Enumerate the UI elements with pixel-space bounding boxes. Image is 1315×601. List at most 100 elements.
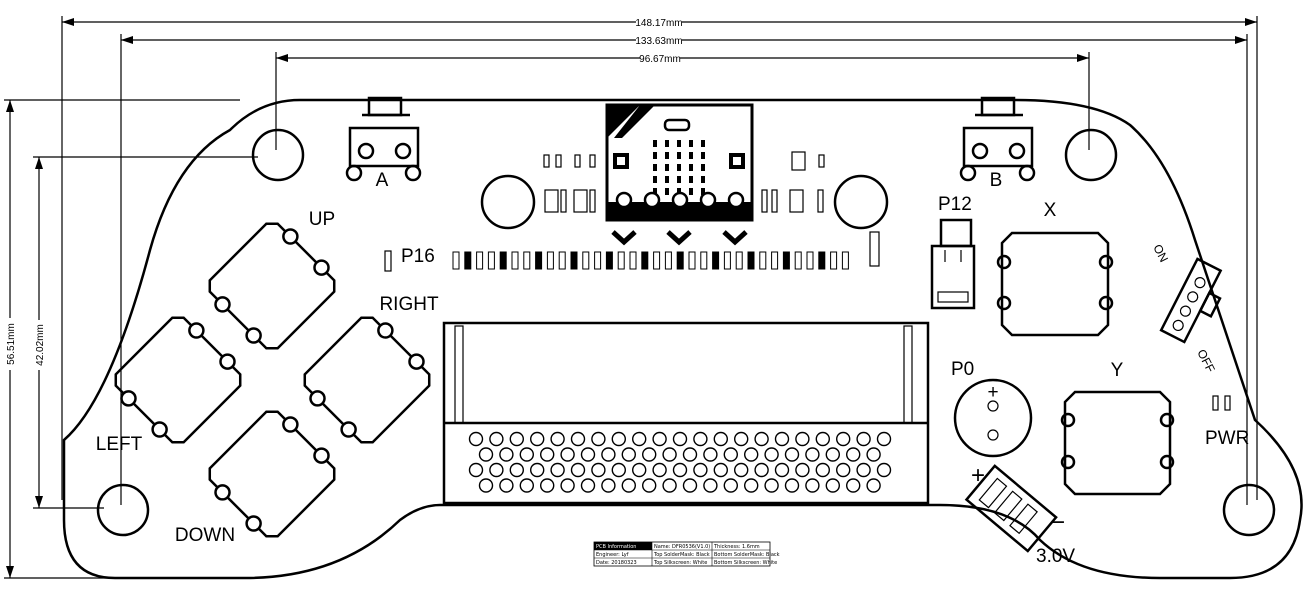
edge-pin bbox=[818, 251, 826, 270]
dpad-left bbox=[114, 316, 242, 444]
power-switch bbox=[1159, 257, 1223, 344]
edge-pin bbox=[570, 251, 578, 270]
label-x: X bbox=[1044, 200, 1057, 221]
dimension-hole-span-width: 133.63mm bbox=[120, 34, 1248, 505]
label-off: OFF bbox=[1194, 347, 1217, 375]
p12-connector: P12 bbox=[930, 194, 976, 310]
info-r0c0: PCB Information bbox=[596, 544, 636, 550]
mounting-hole-top-right bbox=[1064, 128, 1118, 182]
label-pwr: PWR bbox=[1205, 428, 1249, 449]
button-x: X bbox=[996, 200, 1114, 337]
screen-pin-holes bbox=[468, 431, 892, 493]
mounting-hole-bottom-left bbox=[96, 483, 150, 537]
edge-pin bbox=[499, 251, 507, 270]
label-battery-voltage: 3.0V bbox=[1036, 546, 1075, 567]
info-r2c2: Bottom Silkscreen: White bbox=[714, 560, 777, 566]
dimension-overall-height: 56.51mm bbox=[4, 99, 240, 579]
led-matrix bbox=[653, 140, 705, 195]
edge-pin bbox=[782, 251, 790, 270]
edge-pin bbox=[523, 251, 531, 270]
battery-plus: + bbox=[971, 462, 985, 489]
edge-pin bbox=[617, 251, 625, 270]
edge-pin bbox=[747, 251, 755, 270]
screen-area bbox=[442, 321, 930, 505]
edge-pin bbox=[582, 251, 590, 270]
edge-pin bbox=[464, 251, 472, 270]
edge-pin bbox=[452, 251, 460, 270]
label-a: A bbox=[376, 170, 389, 191]
info-r1c1: Top SolderMask: Black bbox=[653, 552, 710, 558]
dpad-up bbox=[208, 222, 336, 350]
info-r1c0: Engineer: Lyf bbox=[596, 552, 629, 558]
edge-pin bbox=[735, 251, 743, 270]
label-p0: P0 bbox=[951, 359, 974, 380]
dimension-hole-span-height: 42.02mm bbox=[33, 156, 258, 509]
dpad bbox=[114, 222, 431, 538]
battery-connector bbox=[964, 464, 1058, 553]
microbit-hole-right bbox=[833, 174, 889, 230]
edge-pin bbox=[558, 251, 566, 270]
button-b: B bbox=[959, 96, 1036, 191]
label-b: B bbox=[990, 170, 1003, 191]
p16-pad bbox=[384, 250, 392, 272]
edge-pin bbox=[546, 251, 554, 270]
edge-pin bbox=[535, 251, 543, 270]
label-left: LEFT bbox=[96, 434, 143, 455]
label-p12: P12 bbox=[938, 194, 972, 215]
label-p16: P16 bbox=[401, 246, 435, 267]
dim-overall-width-label: 148.17mm bbox=[635, 18, 682, 29]
edge-pin bbox=[476, 251, 484, 270]
edge-pin bbox=[605, 251, 613, 270]
edge-pin bbox=[830, 251, 838, 270]
microbit-hole-left bbox=[480, 174, 536, 230]
edge-pin bbox=[841, 251, 849, 270]
edge-pin bbox=[700, 251, 708, 270]
button-y: Y bbox=[1060, 360, 1175, 496]
dim-hole-span-width-label: 133.63mm bbox=[635, 36, 682, 47]
edge-pin bbox=[653, 251, 661, 270]
dim-top-hole-span-label: 96.67mm bbox=[639, 54, 681, 65]
info-r2c0: Date: 20180323 bbox=[596, 560, 637, 566]
pcb-info-block: PCB Information Name: DFR0536(V1.0) Thic… bbox=[593, 541, 780, 567]
edge-pin bbox=[594, 251, 602, 270]
microbit-board bbox=[605, 103, 754, 246]
board-outline bbox=[62, 98, 1303, 580]
edge-pin bbox=[676, 251, 684, 270]
label-up: UP bbox=[309, 209, 335, 230]
smd-components-right bbox=[761, 151, 880, 267]
edge-pin bbox=[759, 251, 767, 270]
dimension-overall-width: 148.17mm bbox=[61, 16, 1258, 500]
edge-pin bbox=[723, 251, 731, 270]
dpad-down bbox=[208, 410, 336, 538]
info-r2c1: Top Silkscreen: White bbox=[653, 560, 707, 566]
edge-pin bbox=[806, 251, 814, 270]
info-r0c1: Name: DFR0536(V1.0) bbox=[654, 544, 710, 550]
smd-components-left bbox=[543, 154, 596, 213]
label-on: ON bbox=[1150, 242, 1171, 264]
battery-minus: − bbox=[1051, 509, 1065, 536]
dim-overall-height-label: 56.51mm bbox=[6, 323, 17, 365]
edge-pin bbox=[794, 251, 802, 270]
edge-pin bbox=[487, 251, 495, 270]
edge-pin bbox=[641, 251, 649, 270]
edge-pin bbox=[629, 251, 637, 270]
edge-pin bbox=[511, 251, 519, 270]
pwr-led-pad bbox=[1212, 395, 1219, 411]
edge-pin bbox=[771, 251, 779, 270]
edge-pin bbox=[688, 251, 696, 270]
buzzer-p0: P0 + bbox=[951, 359, 1033, 458]
edge-pin bbox=[712, 251, 720, 270]
label-y: Y bbox=[1111, 360, 1124, 381]
mounting-hole-bottom-right bbox=[1222, 483, 1276, 537]
info-r0c2: Thickness: 1.6mm bbox=[713, 544, 760, 550]
dim-hole-span-height-label: 42.02mm bbox=[35, 324, 46, 366]
dimension-top-hole-span: 96.67mm bbox=[275, 52, 1090, 150]
label-right: RIGHT bbox=[379, 294, 439, 315]
info-r1c2: Bottom SolderMask: Black bbox=[714, 552, 780, 558]
label-down: DOWN bbox=[175, 525, 235, 546]
buzzer-plus: + bbox=[987, 382, 998, 403]
dpad-right bbox=[303, 316, 431, 444]
button-a: A bbox=[345, 96, 422, 191]
mounting-hole-top-left bbox=[251, 128, 305, 182]
